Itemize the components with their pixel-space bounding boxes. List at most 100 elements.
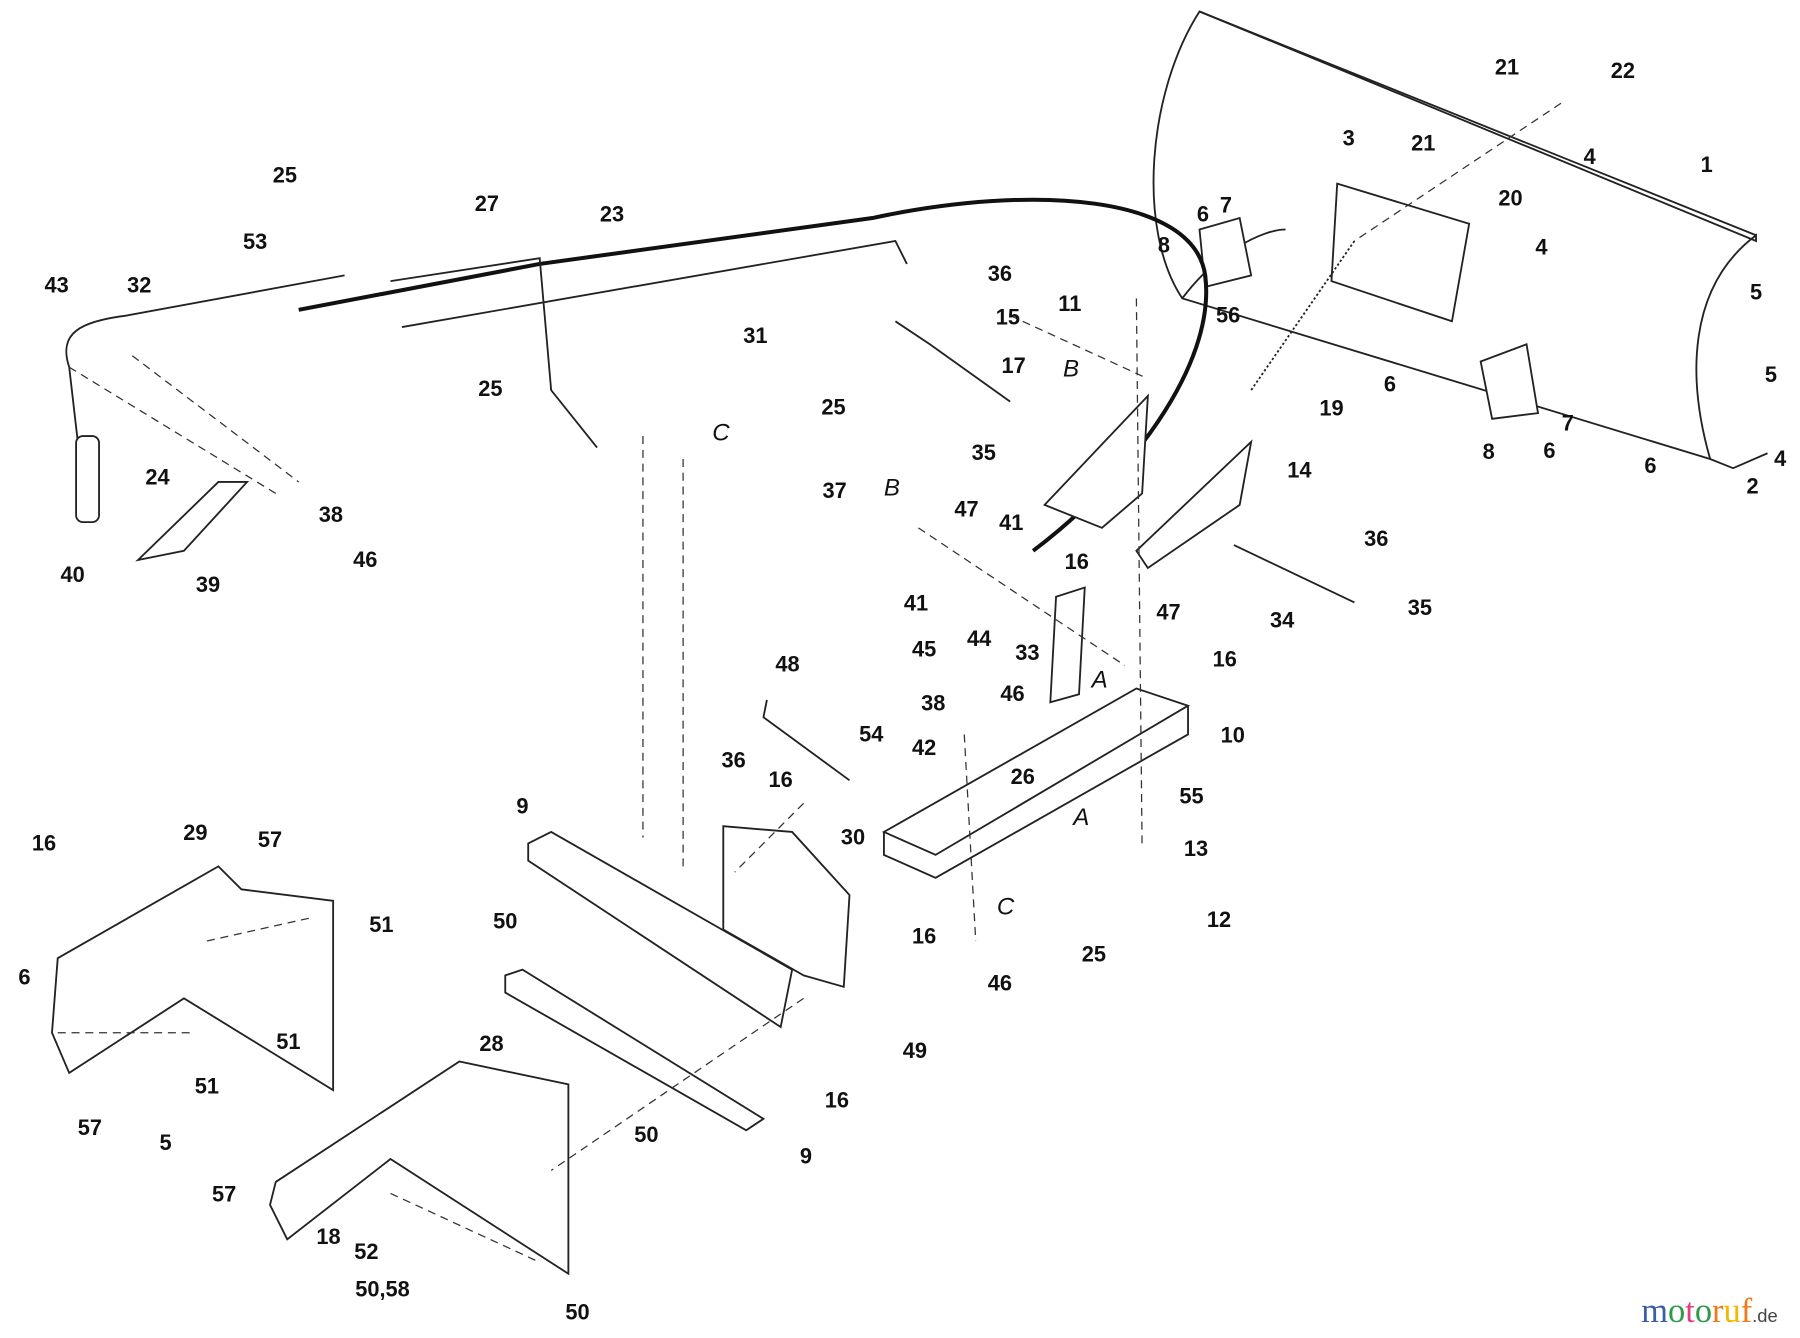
pivot-bracket-2 bbox=[1135, 439, 1253, 570]
part-callout: 46 bbox=[988, 970, 1012, 995]
assembly-lines bbox=[57, 298, 1149, 1263]
handle-grip bbox=[75, 435, 100, 524]
part-callout: 38 bbox=[921, 690, 945, 715]
part-callout: 13 bbox=[1184, 836, 1208, 861]
part-callout: 14 bbox=[1287, 457, 1311, 482]
mount-rail-upper bbox=[527, 830, 794, 1029]
part-callout: 52 bbox=[354, 1239, 378, 1264]
part-callout: 32 bbox=[127, 273, 151, 298]
part-callout: 19 bbox=[1319, 395, 1343, 420]
part-callout: 12 bbox=[1207, 907, 1231, 932]
part-callout: 25 bbox=[478, 376, 502, 401]
blade-bracket bbox=[1330, 182, 1471, 323]
part-callout: 42 bbox=[912, 735, 936, 760]
reference-letter: C bbox=[997, 894, 1015, 921]
part-callout: 39 bbox=[196, 572, 220, 597]
part-callout: 24 bbox=[145, 464, 169, 489]
reference-letter: C bbox=[712, 420, 730, 447]
side-bracket-left bbox=[51, 865, 335, 1092]
part-callout: 7 bbox=[1562, 410, 1574, 435]
part-callout: 6 bbox=[18, 965, 30, 990]
pivot-bracket bbox=[1042, 393, 1149, 529]
part-callout: 57 bbox=[78, 1115, 102, 1140]
part-callout: 16 bbox=[1065, 549, 1089, 574]
part-callout: 44 bbox=[967, 626, 991, 651]
part-callout: 8 bbox=[1158, 232, 1170, 257]
part-callout: 15 bbox=[996, 305, 1020, 330]
part-callout: 56 bbox=[1216, 302, 1240, 327]
part-callout: 34 bbox=[1270, 608, 1294, 633]
part-callout: 48 bbox=[775, 651, 799, 676]
part-callout: 45 bbox=[912, 636, 936, 661]
part-callout: 30 bbox=[841, 825, 865, 850]
part-callout: 21 bbox=[1411, 130, 1435, 155]
part-callout: 35 bbox=[972, 440, 996, 465]
part-callout: 16 bbox=[912, 923, 936, 948]
part-callout: 3 bbox=[1343, 126, 1355, 151]
adjust-bar bbox=[1049, 586, 1086, 704]
part-callout: 50 bbox=[565, 1300, 589, 1325]
part-callout: 5 bbox=[1750, 280, 1762, 305]
part-callout: 50,58 bbox=[355, 1277, 410, 1302]
part-callout: 26 bbox=[1011, 764, 1035, 789]
part-callout: 6 bbox=[1543, 438, 1555, 463]
part-callout: 47 bbox=[954, 496, 978, 521]
mount-rail-lower bbox=[504, 968, 766, 1132]
part-callout: 17 bbox=[1001, 353, 1025, 378]
part-callout: 53 bbox=[243, 229, 267, 254]
part-callout: 40 bbox=[61, 562, 85, 587]
part-callout: 54 bbox=[859, 721, 883, 746]
lift-handle bbox=[65, 274, 345, 517]
part-callout: 43 bbox=[44, 273, 68, 298]
part-callout: 25 bbox=[821, 394, 845, 419]
part-callout: 21 bbox=[1495, 55, 1519, 80]
part-callout: 41 bbox=[904, 590, 928, 615]
reference-letter: B bbox=[884, 475, 900, 502]
callout-labels: 1234445566667788111213141516161616161617… bbox=[18, 55, 1786, 1325]
part-callout: 16 bbox=[1213, 647, 1237, 672]
part-callout: 16 bbox=[32, 830, 56, 855]
part-callout: 31 bbox=[743, 323, 767, 348]
part-callout: 25 bbox=[1082, 942, 1106, 967]
part-callout: 38 bbox=[319, 502, 343, 527]
part-callout: 6 bbox=[1384, 371, 1396, 396]
part-callout: 33 bbox=[1015, 640, 1039, 665]
pin-48 bbox=[762, 699, 851, 782]
push-frame bbox=[881, 687, 1191, 879]
part-callout: 55 bbox=[1179, 783, 1203, 808]
part-callout: 23 bbox=[600, 201, 624, 226]
part-callout: 4 bbox=[1774, 446, 1786, 471]
part-callout: 5 bbox=[1765, 362, 1777, 387]
part-callout: 51 bbox=[369, 912, 393, 937]
part-callout: 18 bbox=[316, 1224, 340, 1249]
part-callout: 1 bbox=[1701, 152, 1713, 177]
part-callout: 29 bbox=[183, 820, 207, 845]
part-callout: 57 bbox=[212, 1181, 236, 1206]
part-callout: 20 bbox=[1498, 185, 1522, 210]
part-callout: 10 bbox=[1221, 722, 1245, 747]
part-callout: 51 bbox=[276, 1029, 300, 1054]
reference-letter: A bbox=[1090, 666, 1108, 693]
lift-rod bbox=[390, 239, 908, 449]
part-callout: 16 bbox=[825, 1087, 849, 1112]
part-callout: 4 bbox=[1535, 235, 1547, 260]
part-callout: 16 bbox=[769, 767, 793, 792]
part-callout: 11 bbox=[1058, 291, 1081, 316]
part-callout: 37 bbox=[822, 478, 846, 503]
part-callout: 9 bbox=[800, 1144, 812, 1169]
lever-arm bbox=[894, 320, 1011, 403]
svg-text:motoruf.de: motoruf.de bbox=[1641, 1292, 1777, 1330]
part-callout: 27 bbox=[475, 191, 499, 216]
part-callout: 28 bbox=[479, 1031, 503, 1056]
part-callout: 2 bbox=[1747, 473, 1759, 498]
part-callout: 8 bbox=[1483, 439, 1495, 464]
part-callout: 5 bbox=[160, 1130, 172, 1155]
part-callout: 25 bbox=[273, 162, 297, 187]
part-callout: 51 bbox=[195, 1074, 219, 1099]
foot-pedal bbox=[135, 481, 250, 562]
motoruf-watermark: motoruf.de bbox=[1641, 1292, 1777, 1330]
reference-letter: A bbox=[1071, 804, 1089, 831]
part-callout: 46 bbox=[353, 547, 377, 572]
